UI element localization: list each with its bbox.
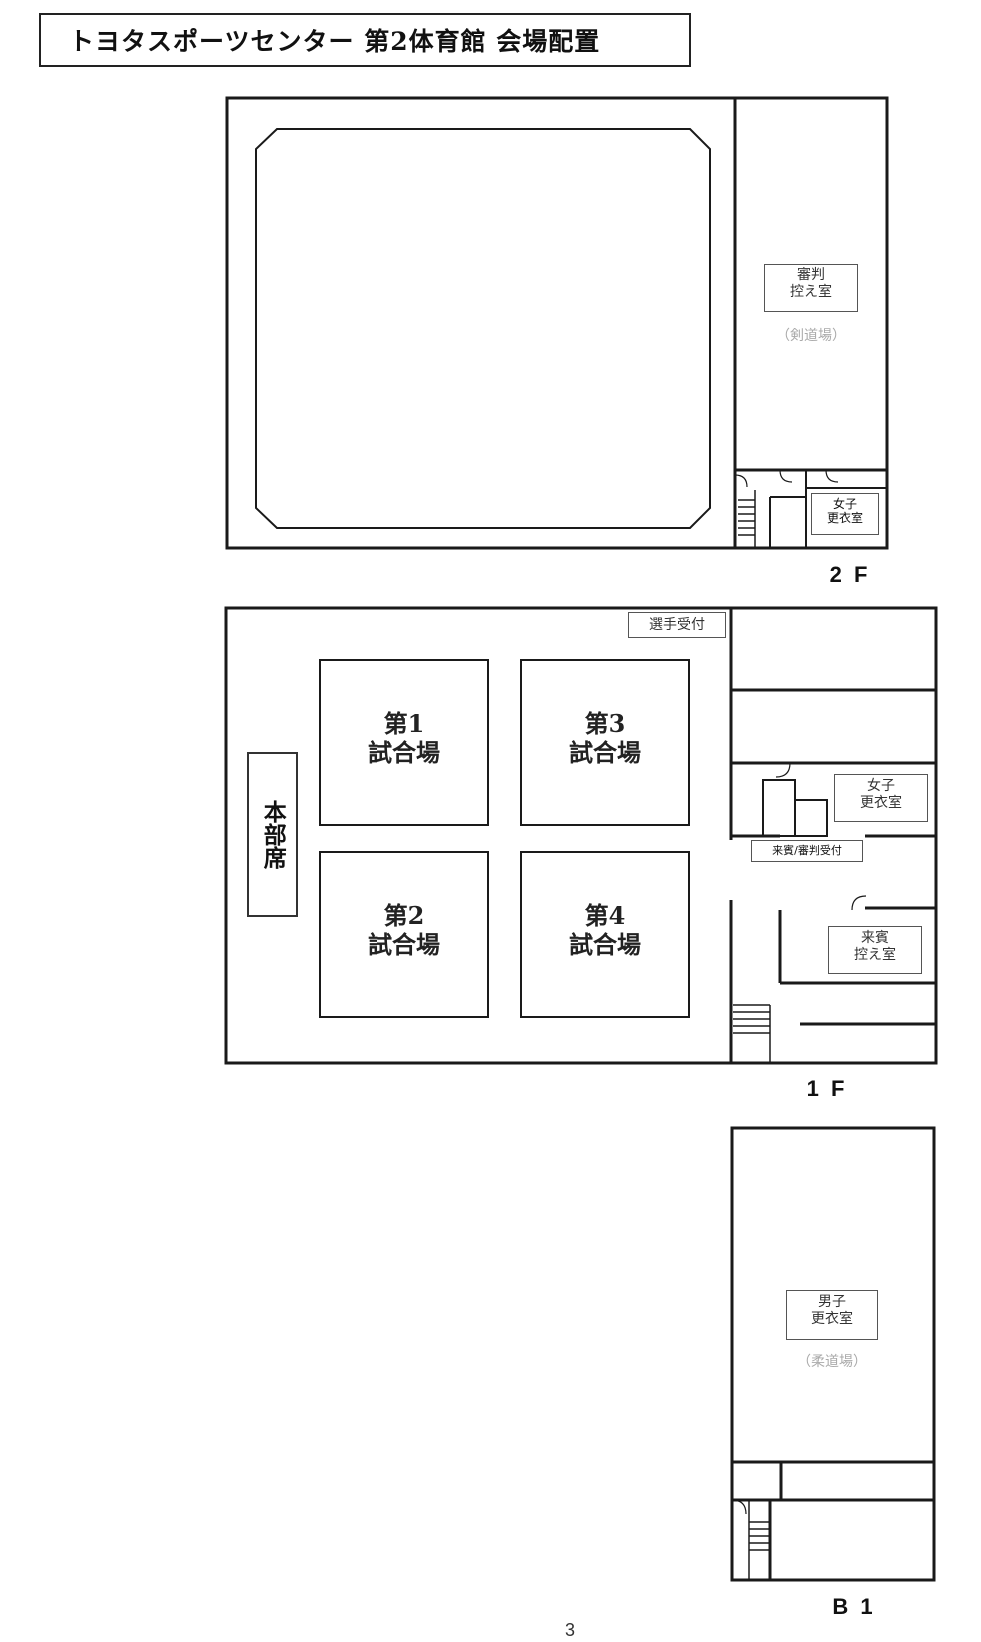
judo-hall-note: （柔道場） [797,1354,867,1370]
court-4-label: 第4 試合場 [569,901,641,959]
floor-2f-outline [225,96,889,550]
men-locker-label: 男子 更衣室 [786,1290,878,1340]
floor-2f-arena [255,128,711,529]
floor-2f-label: 2 F [829,562,871,587]
court-3-label: 第3 試合場 [569,709,641,767]
women-locker-2f-label: 女子 更衣室 [811,493,879,535]
floor-b1-outline [730,1126,936,1582]
court-1-label: 第1 試合場 [368,709,440,767]
guest-referee-reception-label: 来賓/審判受付 [751,840,863,862]
women-locker-1f-label: 女子 更衣室 [834,774,928,822]
kendo-hall-note: （剣道場） [776,328,846,344]
page-number: 3 [564,1620,575,1640]
headquarters-label: 本部席 [247,752,298,917]
player-reception-label: 選手受付 [628,612,726,638]
page-title: トヨタスポーツセンター 第2体育館 会場配置 [39,13,691,67]
court-2-label: 第2 試合場 [368,901,440,959]
court-3-outline [520,659,690,826]
floor-b1-label: B 1 [832,1594,876,1619]
court-4-outline [520,851,690,1018]
floor-1f-outline [224,606,938,1065]
court-1-outline [319,659,489,826]
referee-waiting-room-label: 審判 控え室 [764,264,858,312]
floor-1f-label: 1 F [806,1076,848,1101]
guest-waiting-room-label: 来賓 控え室 [828,926,922,974]
court-2-outline [319,851,489,1018]
